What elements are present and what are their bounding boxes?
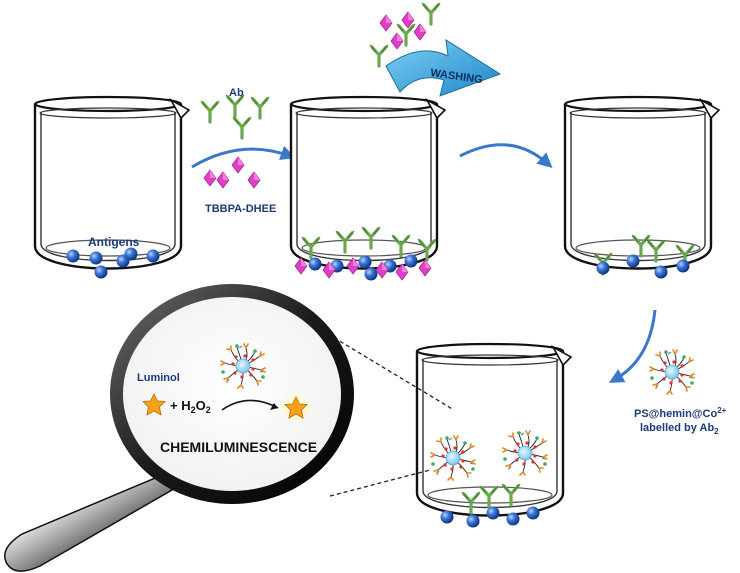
antibody-reagents <box>199 93 271 140</box>
beaker-3 <box>563 95 721 279</box>
tbbpa-label: TBBPA-DHEE <box>205 203 276 215</box>
beaker-4 <box>415 342 573 528</box>
ps-hemin-particle <box>649 349 695 395</box>
ps-label-line2: labelled by Ab2 <box>640 422 719 436</box>
magnifier-handle <box>4 475 174 572</box>
arrow-2 <box>459 143 553 168</box>
antigens-label: Antigens <box>88 235 140 249</box>
magnifier-lens <box>123 297 341 491</box>
ab-label: Ab <box>229 87 244 99</box>
luminol-label: Luminol <box>137 372 180 384</box>
beaker-1 <box>33 95 191 279</box>
washing-arrow: WASHING <box>385 39 502 97</box>
beaker-2 <box>289 95 447 281</box>
tbbpa-reagents <box>203 156 261 189</box>
ps-label-line1: PS@hemin@Co2+ <box>634 406 727 420</box>
magnifying-glass <box>4 284 354 572</box>
arrow-1 <box>191 145 296 169</box>
arrow-3 <box>608 309 657 383</box>
chemiluminescence-label: CHEMILUMINESCENCE <box>160 439 317 455</box>
h2o2-label: + H2O2 <box>170 398 211 415</box>
